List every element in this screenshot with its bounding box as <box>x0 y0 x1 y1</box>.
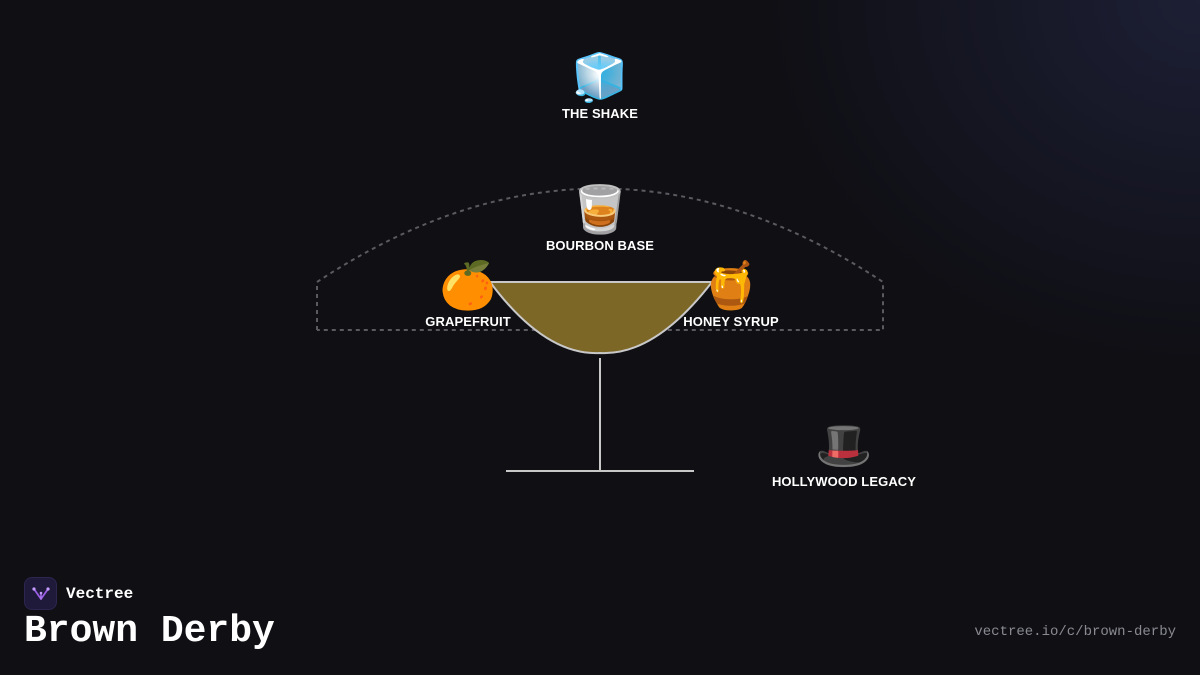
node-label: THE SHAKE <box>561 106 639 121</box>
brand-name: Vectree <box>66 584 134 603</box>
ice-cube-icon: 🧊 <box>571 50 629 104</box>
node-the-shake: 🧊 THE SHAKE <box>500 50 700 121</box>
orange-icon: 🍊 <box>439 258 497 312</box>
node-label: GRAPEFRUIT <box>425 314 511 329</box>
brand: Vectree <box>24 577 133 610</box>
honey-pot-icon: 🍯 <box>702 258 760 312</box>
vectree-logo-icon <box>24 577 57 610</box>
node-honey-syrup: 🍯 HONEY SYRUP <box>631 258 831 329</box>
node-label: BOURBON BASE <box>545 238 655 253</box>
node-grapefruit: 🍊 GRAPEFRUIT <box>368 258 568 329</box>
dashed-outline <box>316 187 884 331</box>
page-title: Brown Derby <box>24 610 275 653</box>
tumbler-glass-icon: 🥃 <box>571 182 629 236</box>
node-label: HOLLYWOOD LEGACY <box>771 474 917 489</box>
glass-bowl <box>488 281 715 355</box>
node-hollywood-legacy: 🎩 HOLLYWOOD LEGACY <box>744 418 944 489</box>
top-hat-icon: 🎩 <box>815 418 873 472</box>
node-label: HONEY SYRUP <box>683 314 779 329</box>
page-url[interactable]: vectree.io/c/brown-derby <box>974 624 1176 640</box>
node-bourbon-base: 🥃 BOURBON BASE <box>500 182 700 253</box>
